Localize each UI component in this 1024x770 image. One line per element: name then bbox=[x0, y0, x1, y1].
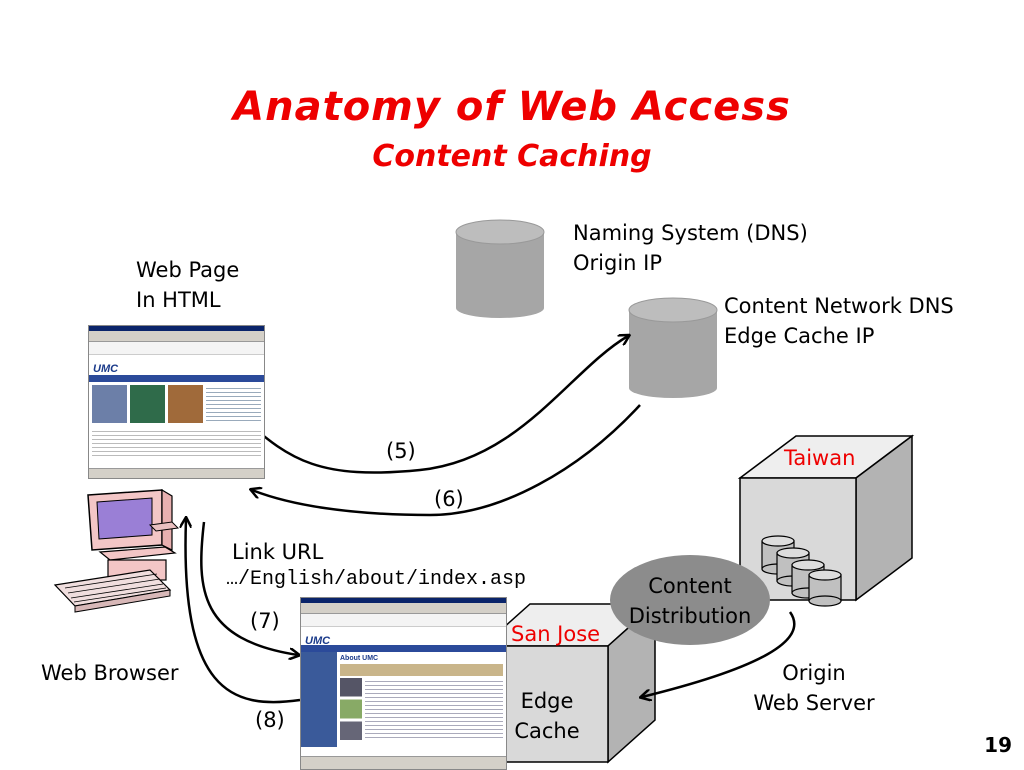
content-distribution-label: Content Distribution bbox=[628, 574, 752, 628]
content-distribution-ellipse bbox=[610, 555, 770, 645]
umc-logo: UMC bbox=[305, 635, 331, 647]
screenshot-image bbox=[92, 385, 127, 423]
screenshot-toolbar bbox=[89, 331, 264, 342]
content-dns-cylinder bbox=[628, 297, 718, 398]
edge-page-screenshot: UMC About UMC bbox=[300, 597, 507, 770]
page-number: 19 bbox=[984, 733, 1012, 757]
screenshot-sidebar bbox=[301, 652, 337, 747]
dns-server-cylinder bbox=[455, 219, 545, 318]
screenshot-text-block bbox=[206, 385, 261, 423]
arrow-step-6 bbox=[252, 404, 641, 517]
content-network-label: Content Network DNS Edge Cache IP bbox=[724, 294, 954, 348]
screenshot-statusbar bbox=[89, 468, 264, 478]
link-url-label: Link URL bbox=[232, 540, 324, 564]
screenshot-image bbox=[168, 385, 203, 423]
edge-cache-label: Edge Cache bbox=[514, 689, 580, 743]
computer-icon bbox=[53, 488, 180, 613]
umc-logo: UMC bbox=[93, 363, 119, 375]
screenshot-text-block bbox=[365, 678, 503, 740]
san-jose-label: San Jose bbox=[511, 622, 601, 646]
web-browser-label: Web Browser bbox=[41, 661, 179, 685]
screenshot-address-bar bbox=[301, 614, 506, 627]
web-page-screenshot: UMC bbox=[88, 325, 265, 479]
screenshot-titlebar bbox=[89, 326, 264, 331]
arrow-step-5 bbox=[244, 336, 628, 474]
about-heading: About UMC bbox=[340, 655, 379, 662]
screenshot-titlebar bbox=[301, 598, 506, 603]
screenshot-toolbar bbox=[301, 603, 506, 614]
step-7-label: (7) bbox=[250, 609, 280, 633]
arrow-origin-to-edge bbox=[642, 611, 796, 697]
step-5-label: (5) bbox=[386, 439, 416, 463]
url-path-label: …/English/about/index.asp bbox=[226, 568, 527, 591]
web-page-label: Web Page In HTML bbox=[136, 258, 240, 312]
step-8-label: (8) bbox=[255, 708, 285, 732]
arrow-step-7 bbox=[200, 521, 298, 655]
screenshot-nav bbox=[301, 645, 506, 652]
origin-server-label: Origin Web Server bbox=[753, 661, 875, 715]
arrow-step-8 bbox=[186, 519, 301, 704]
screenshot-nav bbox=[89, 375, 264, 382]
naming-system-label: Naming System (DNS) Origin IP bbox=[573, 221, 808, 275]
screenshot-taskbar bbox=[301, 756, 506, 769]
storage-cylinders bbox=[761, 535, 842, 607]
step-6-label: (6) bbox=[434, 487, 464, 511]
screenshot-image bbox=[130, 385, 165, 423]
slide-subtitle: Content Caching bbox=[372, 139, 652, 174]
screenshot-address-bar bbox=[89, 342, 264, 355]
screenshot-thumbnails bbox=[340, 678, 362, 740]
screenshot-text-block bbox=[92, 428, 261, 456]
screenshot-banner bbox=[340, 664, 503, 676]
taiwan-label: Taiwan bbox=[784, 446, 856, 470]
slide-title: Anatomy of Web Access bbox=[233, 84, 791, 130]
